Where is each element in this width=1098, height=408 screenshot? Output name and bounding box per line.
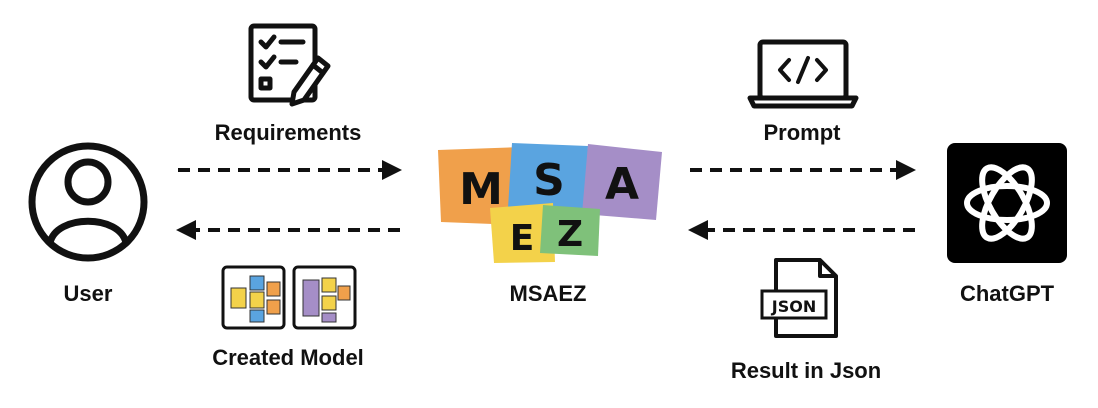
checklist-icon: [248, 23, 331, 107]
user-icon: [28, 142, 148, 262]
model-diagram-icon: [292, 265, 357, 330]
logo-letter-z: Z: [557, 214, 583, 255]
prompt-label: Prompt: [763, 120, 841, 145]
json-file-icon: JSON: [760, 258, 838, 338]
logo-letter-a: A: [605, 159, 639, 210]
user-label: User: [63, 281, 113, 306]
laptop-code-icon: [747, 39, 859, 109]
logo-letter-e: E: [510, 218, 535, 259]
chatgpt-logo-icon: [947, 143, 1067, 263]
created-model-label: Created Model: [212, 345, 364, 370]
logo-tile-s: [508, 143, 588, 210]
chatgpt-label: ChatGPT: [959, 281, 1055, 306]
logo-tile-m: [438, 147, 522, 225]
model-diagram-icon: [221, 265, 286, 330]
json-file-tag: JSON: [771, 297, 816, 316]
logo-letter-s: S: [533, 155, 565, 206]
result-in-json-label: Result in Json: [730, 358, 882, 383]
logo-tile-e: [490, 203, 555, 263]
msaez-label: MSAEZ: [509, 281, 587, 306]
logo-letter-m: M: [459, 164, 503, 215]
requirements-label: Requirements: [214, 120, 362, 145]
logo-tile-z: [540, 205, 600, 256]
logo-tile-a: [582, 144, 662, 220]
msaez-logo: M S A E Z: [438, 143, 662, 263]
